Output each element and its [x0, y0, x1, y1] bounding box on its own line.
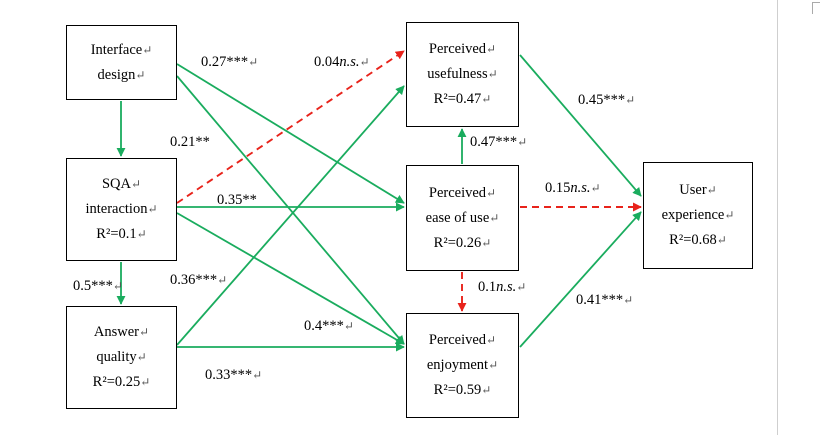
path-label-sqa-enj: 0.4***↵: [304, 318, 354, 334]
path-arrow-sqa-enj: [176, 212, 405, 345]
path-arrows: [116, 50, 642, 352]
paragraph-mark: ↵: [716, 233, 727, 247]
paragraph-mark: ↵: [135, 67, 146, 82]
node-label-line: design: [97, 66, 136, 83]
node-label-line: Interface: [90, 41, 143, 58]
path-label-enj-ux: 0.41***↵: [576, 292, 634, 308]
paragraph-mark: ↵: [140, 375, 151, 389]
node-perceived-enjoyment: Perceived↵ enjoyment↵ R²=0.59↵: [406, 313, 519, 418]
path-label-aq-pu: 0.36***↵: [170, 272, 228, 288]
node-label-line: R²=0.1: [96, 226, 137, 242]
paragraph-mark: ↵: [139, 325, 150, 339]
node-label-line: ease of use: [425, 209, 490, 226]
paragraph-mark: ↵: [481, 383, 492, 397]
paragraph-mark: ↵: [489, 210, 500, 225]
path-arrow-id-enj: [176, 75, 405, 345]
path-label-sqa-eou: 0.35**: [217, 192, 257, 208]
path-label-sqa-pu: 0.04n.s.↵: [314, 54, 370, 70]
paragraph-mark: ↵: [486, 333, 497, 347]
node-label-line: SQA: [101, 176, 131, 192]
node-perceived-usefulness: Perceived↵ usefulness↵ R²=0.47↵: [406, 22, 519, 127]
path-arrow-pu-ux: [519, 54, 642, 197]
node-user-experience: User↵ experience↵ R²=0.68↵: [643, 162, 753, 269]
node-label-line: usefulness: [427, 66, 488, 82]
paragraph-mark: ↵: [481, 92, 492, 106]
node-perceived-ease-of-use: Perceived↵ ease of use↵ R²=0.26↵: [406, 165, 519, 271]
node-label-line: R²=0.47: [433, 91, 482, 107]
node-label-line: interaction: [85, 201, 148, 217]
node-label-line: experience: [661, 207, 725, 223]
path-arrow-aq-pu: [176, 85, 405, 346]
node-label-line: Perceived: [428, 184, 487, 201]
paragraph-mark: ↵: [486, 42, 497, 56]
node-label-line: Perceived: [428, 332, 487, 348]
node-label-line: R²=0.59: [433, 382, 482, 398]
paragraph-mark: ↵: [481, 235, 492, 250]
path-arrow-id-eou: [176, 63, 405, 204]
page-edge-line: [777, 0, 778, 435]
node-label-line: enjoyment: [426, 357, 489, 373]
path-label-eou-enj: 0.1n.s.↵: [478, 279, 527, 295]
node-label-line: Perceived: [428, 41, 487, 57]
node-label-line: R²=0.26: [433, 234, 482, 251]
paragraph-mark: ↵: [706, 183, 717, 197]
path-arrow-enj-ux: [519, 211, 642, 348]
paragraph-mark: ↵: [147, 202, 158, 216]
paragraph-mark: ↵: [136, 350, 147, 364]
node-label-line: quality: [96, 349, 137, 365]
path-label-eou-ux: 0.15n.s.↵: [545, 180, 601, 196]
node-label-line: User: [679, 182, 707, 198]
path-label-id-enj: 0.21**: [170, 134, 210, 150]
node-sqa-interaction: SQA↵ interaction↵ R²=0.1↵: [66, 158, 177, 261]
node-label-line: Answer: [93, 324, 140, 340]
path-label-sqa-aq: 0.5***↵: [73, 278, 123, 294]
path-label-id-eou: 0.27***↵: [201, 54, 259, 70]
path-arrow-sqa-pu: [176, 50, 405, 204]
paragraph-mark: ↵: [130, 177, 142, 191]
node-label-line: R²=0.25: [92, 374, 141, 390]
path-label-aq-enj: 0.33***↵: [205, 367, 263, 383]
path-label-pu-ux: 0.45***↵: [578, 92, 636, 108]
paragraph-mark: ↵: [488, 358, 499, 372]
path-label-eou-pu: 0.47***↵: [470, 134, 528, 150]
paragraph-mark: ↵: [142, 42, 153, 57]
node-label-line: R²=0.68: [669, 232, 717, 248]
page-corner-mark: [812, 2, 820, 14]
node-answer-quality: Answer↵ quality↵ R²=0.25↵: [66, 306, 177, 409]
paragraph-mark: ↵: [487, 67, 498, 81]
paragraph-mark: ↵: [486, 185, 497, 200]
node-interface-design: Interface↵ design↵: [66, 25, 177, 100]
paragraph-mark: ↵: [136, 227, 147, 241]
paragraph-mark: ↵: [724, 208, 735, 222]
